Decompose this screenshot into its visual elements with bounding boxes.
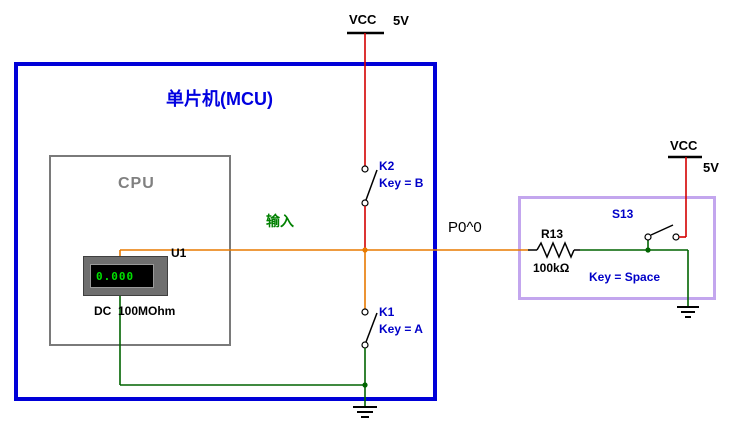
mcu-title: 单片机(MCU) [166,89,273,109]
resistor-r13[interactable] [528,241,580,259]
r13-value-label: 100kΩ [533,261,570,275]
k2-lever [365,169,378,201]
k1-terminal-top [361,308,369,316]
vcc-top-label: VCC [349,12,377,27]
s13-key-label: Key = Space [589,270,661,284]
mcu-outline-box [14,62,437,401]
u1-ref-label: U1 [171,246,187,260]
switch-k2[interactable] [361,165,378,207]
k2-terminal-top [361,165,369,173]
k2-terminal-bottom [361,199,369,207]
k1-ref-label: K1 [379,305,395,319]
switch-k1[interactable] [361,308,378,349]
ground-symbol-right [677,306,699,318]
multimeter-u1[interactable]: 0.000 [83,256,168,296]
junction-dot-s13 [645,247,651,253]
vcc-right-label: VCC [670,138,698,153]
s13-ref-label: S13 [612,207,634,221]
s13-terminal-right [672,233,680,241]
cpu-title: CPU [118,175,155,192]
input-net-label: 输入 [266,213,294,229]
meter-mode-label: DC 100MOhm [94,304,176,318]
vcc-top-voltage: 5V [393,13,409,28]
k1-lever [365,312,378,343]
s13-terminal-left [644,233,652,241]
keypad-outline-box [518,196,716,300]
pin-net-label: P0^0 [448,219,482,236]
vcc-right-voltage: 5V [703,160,719,175]
r13-zigzag [536,241,575,259]
k2-key-label: Key = B [379,176,424,190]
multimeter-display: 0.000 [90,264,154,288]
r13-ref-label: R13 [541,227,564,241]
k2-ref-label: K2 [379,159,395,173]
meter-reading: 0.000 [96,269,135,283]
ground-symbol-center [353,406,377,418]
s13-lever [650,224,674,236]
switch-s13[interactable] [644,224,680,241]
k1-key-label: Key = A [379,322,423,336]
k1-terminal-bottom [361,341,369,349]
